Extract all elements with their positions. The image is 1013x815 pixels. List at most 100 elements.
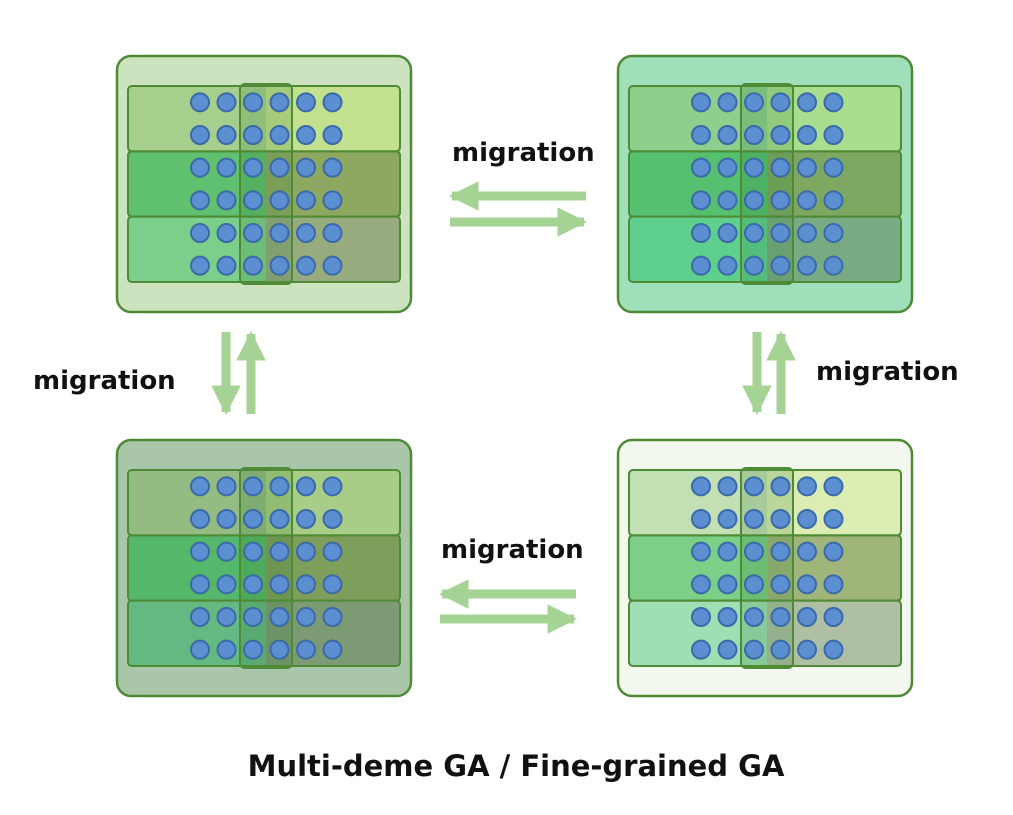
individual-dot <box>744 476 764 497</box>
deme-bottom-right <box>616 438 914 698</box>
migration-label-right: migration <box>816 357 959 387</box>
individual-dot <box>717 125 738 145</box>
individual-dot <box>770 125 791 145</box>
individual-dot <box>243 541 263 562</box>
individual-dot <box>691 574 711 595</box>
individual-dot <box>797 255 817 276</box>
individual-dot <box>691 639 711 660</box>
individual-dot <box>823 541 844 562</box>
individual-dot <box>717 92 738 113</box>
individual-dot <box>190 607 210 627</box>
individual-dot <box>269 255 290 276</box>
individual-dot <box>243 223 263 243</box>
center-column-shade <box>240 86 292 282</box>
individual-dot <box>744 125 764 145</box>
individual-dot <box>691 125 711 145</box>
deme-band <box>127 215 401 284</box>
individual-dot <box>823 157 844 178</box>
individual-dot <box>717 607 738 627</box>
individual-dot <box>269 190 290 211</box>
deme-top-right <box>616 54 914 314</box>
individual-dot <box>717 509 738 529</box>
individual-dot <box>717 574 738 595</box>
individual-dot <box>216 574 237 595</box>
migration-label-top: migration <box>452 138 595 168</box>
individual-dot <box>296 509 316 529</box>
individual-dot <box>243 157 263 178</box>
individual-dot <box>691 541 711 562</box>
individual-dot <box>269 607 290 627</box>
deme-top-left <box>115 54 413 314</box>
individual-dot <box>717 190 738 211</box>
migration-label-left: migration <box>33 366 176 396</box>
individual-dot <box>322 223 343 243</box>
individual-dot <box>322 476 343 497</box>
individual-dot <box>691 509 711 529</box>
individual-dot <box>216 639 237 660</box>
individual-dot <box>190 476 210 497</box>
individual-dot <box>797 639 817 660</box>
individual-dot <box>296 541 316 562</box>
individual-dot <box>269 157 290 178</box>
individual-dot <box>243 255 263 276</box>
diagram-caption: Multi-deme GA / Fine-grained GA <box>248 749 785 783</box>
migration-arrows-right <box>742 331 796 415</box>
individual-dot <box>797 125 817 145</box>
individual-dot <box>296 157 316 178</box>
neighbourhood-column <box>239 83 293 285</box>
individual-dot <box>190 255 210 276</box>
individual-dot <box>823 255 844 276</box>
deme-band <box>628 215 902 284</box>
individual-dot <box>823 92 844 113</box>
migration-arrows-left <box>211 331 266 415</box>
migration-label-bottom: migration <box>441 535 584 565</box>
individual-dot <box>190 157 210 178</box>
individual-dot <box>691 255 711 276</box>
individual-dot <box>322 190 343 211</box>
individual-dot <box>190 92 210 113</box>
individual-dot <box>691 157 711 178</box>
individual-dot <box>296 125 316 145</box>
individual-dot <box>744 157 764 178</box>
deme-bottom-left <box>115 438 413 698</box>
individual-dot <box>243 607 263 627</box>
individual-dot <box>717 157 738 178</box>
individual-dot <box>243 125 263 145</box>
migration-arrows-top <box>449 181 587 237</box>
individual-dot <box>190 509 210 529</box>
individual-dot <box>243 639 263 660</box>
individual-dot <box>322 509 343 529</box>
individual-dot <box>823 574 844 595</box>
individual-dot <box>243 190 263 211</box>
individual-dot <box>691 476 711 497</box>
individual-dot <box>770 476 791 497</box>
individual-dot <box>296 574 316 595</box>
individual-dot <box>216 607 237 627</box>
individual-dot <box>823 190 844 211</box>
individual-dot <box>823 509 844 529</box>
center-column-shade <box>741 470 793 666</box>
individual-dot <box>823 607 844 627</box>
individual-dot <box>744 574 764 595</box>
individual-dot <box>243 476 263 497</box>
individual-dot <box>797 476 817 497</box>
individual-dot <box>322 574 343 595</box>
individual-dot <box>744 541 764 562</box>
individual-dot <box>190 190 210 211</box>
individual-dot <box>744 190 764 211</box>
individual-dot <box>216 125 237 145</box>
individual-dot <box>691 92 711 113</box>
individual-dot <box>322 92 343 113</box>
individual-dot <box>770 574 791 595</box>
individual-dot <box>797 157 817 178</box>
individual-dot <box>770 541 791 562</box>
individual-dot <box>770 157 791 178</box>
individual-dot <box>190 574 210 595</box>
individual-dot <box>744 509 764 529</box>
individual-dot <box>744 639 764 660</box>
individual-dot <box>216 190 237 211</box>
individual-dot <box>744 255 764 276</box>
center-column-shade <box>741 86 793 282</box>
individual-dot <box>823 476 844 497</box>
